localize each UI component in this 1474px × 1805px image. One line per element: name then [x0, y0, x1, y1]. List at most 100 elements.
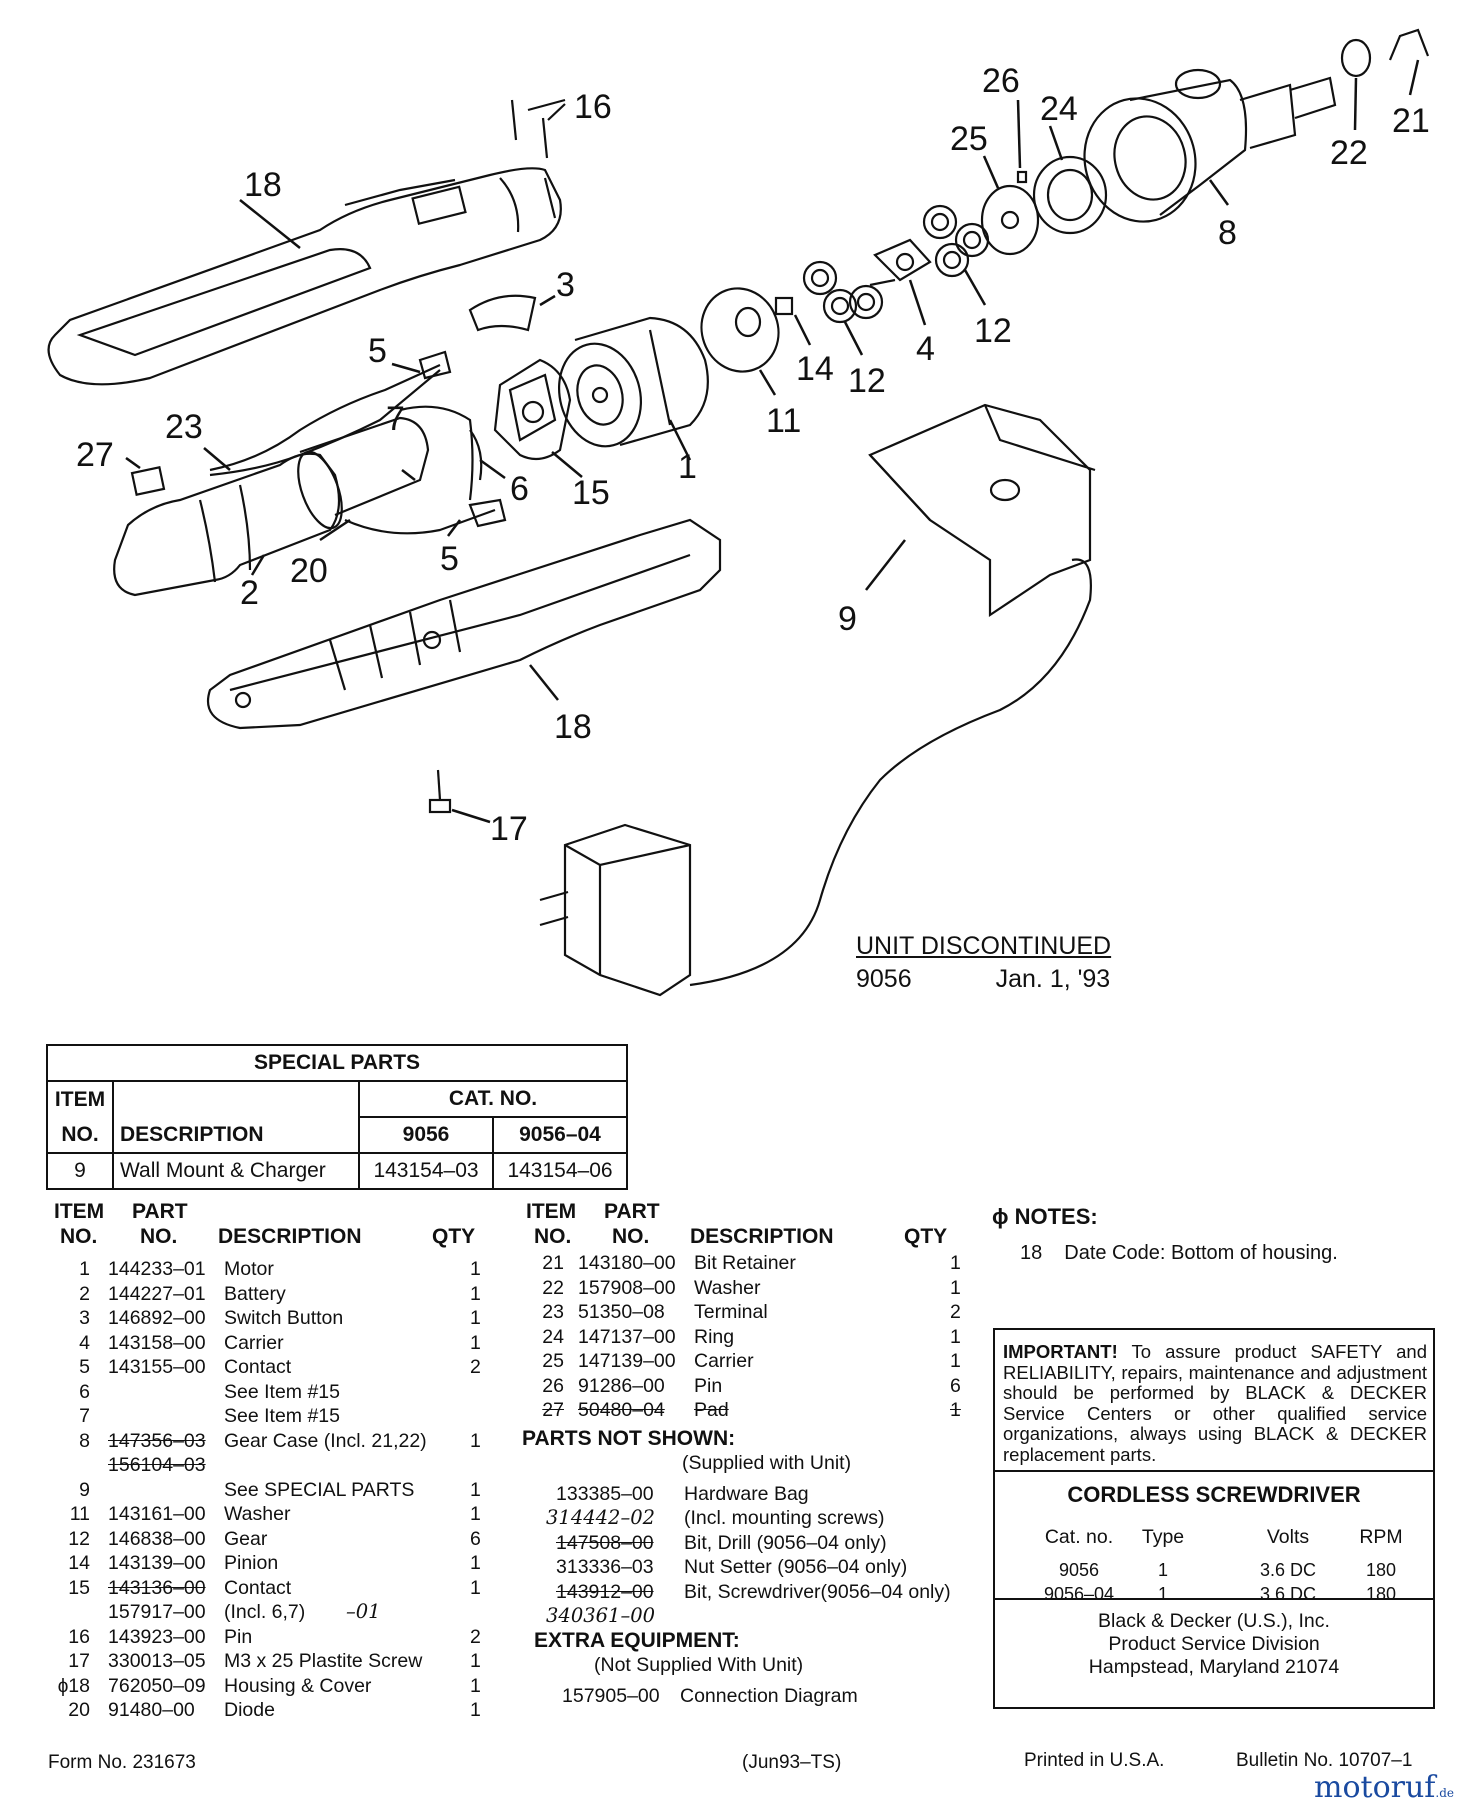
exploded-parts-diagram: 16 18 3 5 23 27 7 15 6 2 20 5 1 11 14 12… — [47, 28, 1430, 997]
part-screw — [428, 769, 452, 814]
special-col-no: NO. — [46, 1117, 114, 1154]
spec-cell: 1 — [1157, 1584, 1168, 1604]
part-motor — [557, 316, 709, 448]
part-charger — [539, 823, 692, 997]
discontinued-date: Jan. 1, '93 — [995, 965, 1111, 993]
extra-equipment-sub: (Not Supplied With Unit) — [594, 1654, 804, 1676]
callout-16: 16 — [574, 88, 612, 126]
part-ring — [1032, 155, 1108, 235]
part-pin — [1016, 170, 1028, 184]
part-gears-lower — [802, 260, 884, 324]
important-notice: IMPORTANT! To assure product SAFETY and … — [1003, 1341, 1427, 1465]
part-contacts-wires — [209, 350, 507, 535]
callout-9: 9 — [838, 600, 857, 638]
part-gears-upper — [922, 204, 990, 278]
spec-cell: 3.6 DC — [1259, 1560, 1317, 1580]
callout-15: 15 — [572, 474, 610, 512]
part-carrier-2 — [980, 184, 1040, 256]
notes-title: ɸ NOTES: — [992, 1204, 1098, 1229]
spec-cell: 180 — [1365, 1560, 1397, 1580]
callout-5-upper: 5 — [368, 332, 387, 370]
part-washer — [700, 287, 780, 373]
callout-25: 25 — [950, 120, 988, 158]
callout-1: 1 — [678, 448, 697, 486]
spec-cell: 3.6 DC — [1259, 1584, 1317, 1604]
callout-14: 14 — [796, 350, 834, 388]
spec-header: Type — [1141, 1526, 1185, 1548]
callout-20: 20 — [290, 552, 328, 590]
list-item: 156104–03 — [108, 1454, 206, 1476]
special-col-9056-04: 9056–04 — [492, 1116, 628, 1154]
callout-18-lower: 18 — [554, 708, 592, 746]
part-end-cap — [493, 358, 572, 461]
part-gear-case — [1083, 68, 1337, 223]
callout-4: 4 — [916, 330, 935, 368]
discontinued-model: 9056 — [856, 965, 912, 993]
list-item: 340361–00 — [546, 1604, 656, 1627]
spec-cell: 180 — [1365, 1584, 1397, 1604]
info-panel: IMPORTANT! To assure product SAFETY and … — [993, 1328, 1435, 1709]
part-washer-2 — [1340, 38, 1372, 78]
company-address: Black & Decker (U.S.), Inc. Product Serv… — [1088, 1610, 1340, 1678]
spec-cell: 1 — [1157, 1560, 1168, 1580]
callout-27: 27 — [76, 436, 114, 474]
callout-18-upper: 18 — [244, 166, 282, 204]
part-lower-housing — [206, 518, 722, 730]
discontinued-title: UNIT DISCONTINUED — [856, 932, 1112, 960]
part-carrier — [869, 238, 932, 287]
callout-5-lower: 5 — [440, 540, 459, 578]
part-upper-housing — [47, 167, 562, 386]
callout-2: 2 — [240, 574, 259, 612]
callout-23: 23 — [165, 408, 203, 446]
special-col-item: ITEM — [46, 1080, 114, 1117]
callout-17: 17 — [490, 810, 528, 848]
part-battery — [113, 416, 430, 597]
part-pad — [130, 466, 166, 496]
part-pins — [510, 98, 566, 159]
extra-equipment-title: EXTRA EQUIPMENT: — [534, 1628, 740, 1652]
special-parts-title: SPECIAL PARTS — [46, 1044, 628, 1082]
special-col-desc: DESCRIPTION — [112, 1117, 360, 1154]
product-title: CORDLESS SCREWDRIVER — [1067, 1482, 1361, 1507]
spec-header: Volts — [1266, 1526, 1310, 1548]
spec-cell: 9056–04 — [1043, 1584, 1115, 1604]
callout-11: 11 — [766, 402, 801, 440]
spec-header: Cat. no. — [1044, 1526, 1114, 1548]
part-switch-button — [468, 294, 537, 332]
callout-numbers: 16 18 3 5 23 27 7 15 6 2 20 5 1 11 14 12… — [76, 62, 1430, 848]
callout-6: 6 — [510, 470, 529, 508]
parts-not-shown-sub: (Supplied with Unit) — [682, 1452, 852, 1474]
bulletin-number: Bulletin No. 10707–1 — [1236, 1750, 1413, 1771]
callout-3: 3 — [556, 266, 575, 304]
list-item: 157917–00(Incl. 6,7)–01 — [108, 1600, 381, 1623]
callout-24: 24 — [1040, 90, 1078, 128]
spec-header: RPM — [1359, 1526, 1403, 1548]
